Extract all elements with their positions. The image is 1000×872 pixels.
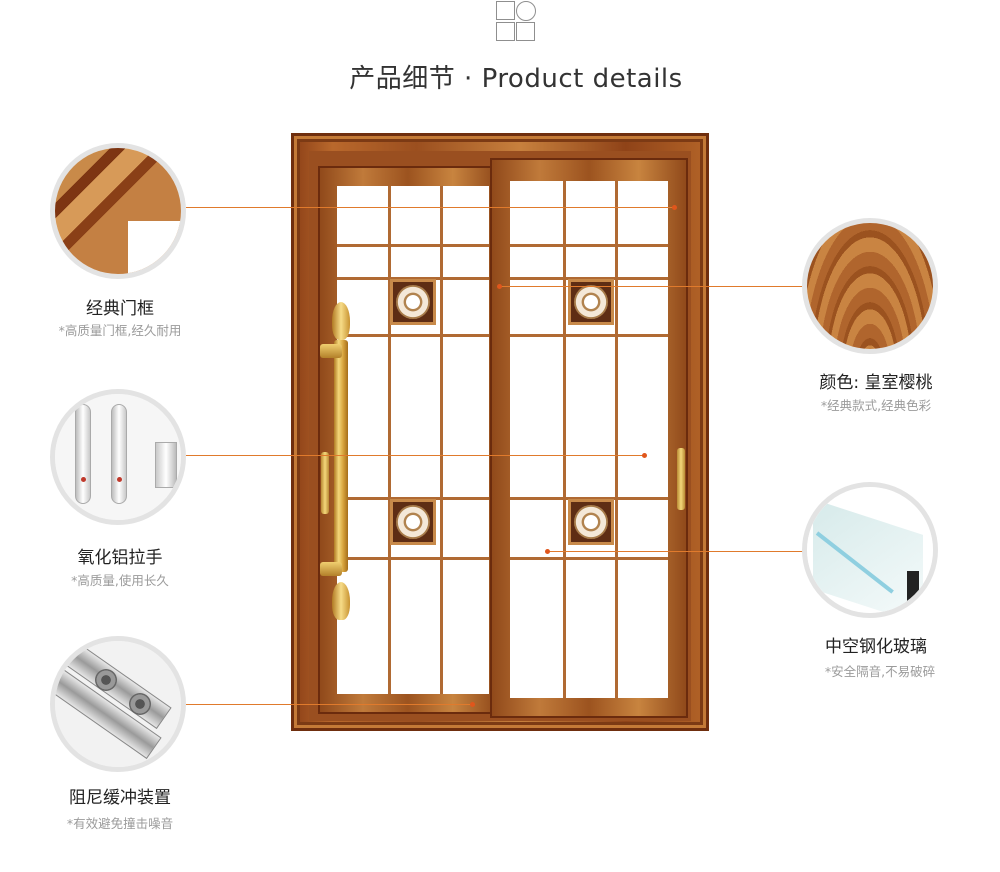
grid-shapes-icon <box>494 0 538 44</box>
glass-detail-image <box>802 482 938 618</box>
color-subtitle: *经典款式,经典色彩 <box>820 398 932 413</box>
decorative-medallion <box>568 499 614 545</box>
decorative-medallion <box>390 279 436 325</box>
glass-subtitle: *安全隔音,不易破碎 <box>824 664 936 679</box>
glass-title: 中空钢化玻璃 <box>825 637 927 657</box>
handle-subtitle: *高质量,使用长久 <box>71 573 169 588</box>
damper-subtitle: *有效避免撞击噪音 <box>66 816 174 831</box>
damper-title: 阻尼缓冲装置 <box>69 788 171 808</box>
frame-title: 经典门框 <box>86 299 154 319</box>
left-glass-pane <box>337 186 489 694</box>
door-latch-left <box>321 452 329 514</box>
handle-bottom-finial <box>332 582 350 620</box>
right-glass-pane <box>510 181 668 698</box>
frame-subtitle: *高质量门框,经久耐用 <box>58 323 182 338</box>
golden-pull-handle <box>334 340 348 572</box>
decorative-medallion <box>390 499 436 545</box>
handle-title: 氧化铝拉手 <box>77 548 163 568</box>
handle-top-finial <box>332 302 350 340</box>
frame-detail-image <box>50 143 186 279</box>
handle-detail-image <box>50 389 186 525</box>
color-swatch-image <box>802 218 938 354</box>
color-title: 颜色: 皇室樱桃 <box>819 373 933 393</box>
damper-detail-image <box>50 636 186 772</box>
door-latch-right <box>677 448 685 510</box>
page-title: 产品细节 · Product details <box>349 64 683 94</box>
